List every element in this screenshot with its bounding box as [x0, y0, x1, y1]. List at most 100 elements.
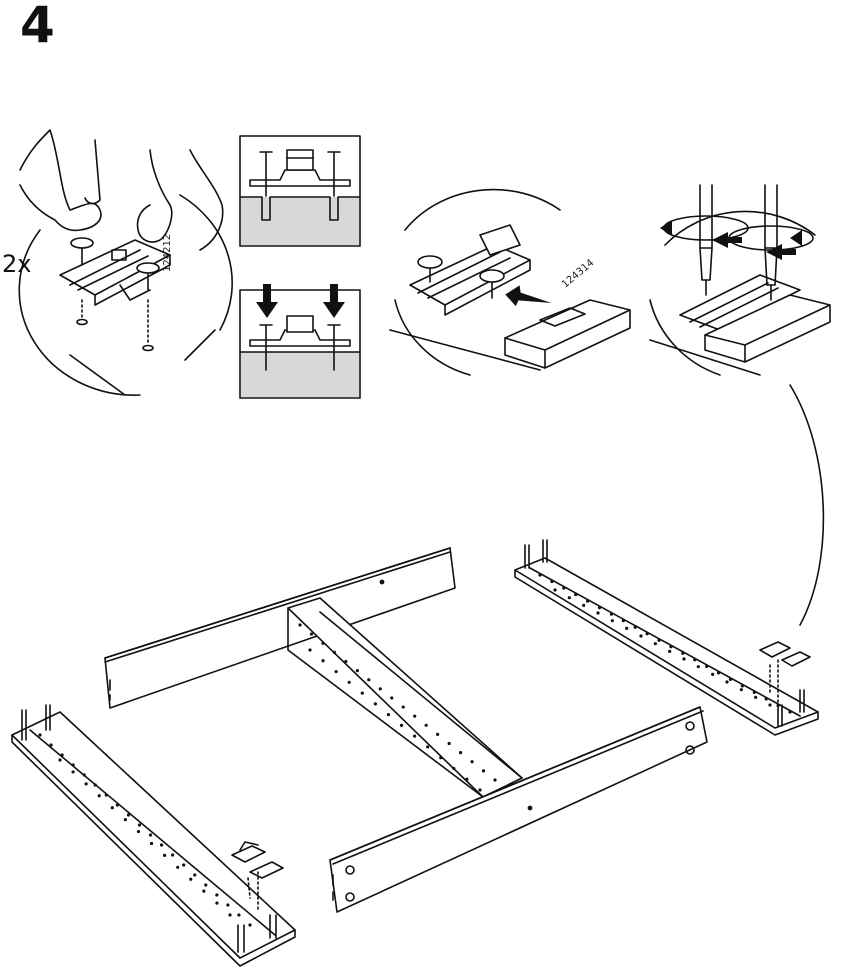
detail-circle-hands [19, 195, 232, 395]
hole [611, 619, 614, 622]
hole [85, 782, 88, 785]
hole [697, 665, 700, 668]
callout-line [790, 385, 823, 625]
hole [754, 696, 757, 699]
hole [193, 873, 196, 876]
hole [413, 735, 416, 738]
arrow-left-icon [712, 232, 796, 260]
hole [176, 866, 179, 869]
hole [400, 724, 403, 727]
hole [127, 813, 130, 816]
hole [111, 806, 114, 809]
hole [562, 586, 565, 589]
hole [693, 658, 696, 661]
hole [308, 648, 311, 651]
hole [150, 842, 153, 845]
hole [622, 619, 625, 622]
hole [439, 756, 442, 759]
hole [765, 697, 768, 700]
hole [470, 760, 473, 763]
hole [478, 788, 481, 791]
hole [634, 626, 637, 629]
hole [668, 650, 671, 653]
hole [729, 678, 732, 681]
hole [465, 778, 468, 781]
hole [98, 794, 101, 797]
hole [163, 854, 166, 857]
hole [248, 923, 251, 926]
hole [553, 588, 556, 591]
hole [298, 623, 301, 626]
hole [228, 913, 231, 916]
hole [493, 778, 496, 781]
hole [717, 671, 720, 674]
hole [72, 763, 75, 766]
hole [596, 611, 599, 614]
hole [582, 604, 585, 607]
hole [741, 684, 744, 687]
hole [116, 803, 119, 806]
hole [202, 890, 205, 893]
hole [425, 724, 428, 727]
hole [189, 878, 192, 881]
hole [124, 818, 127, 821]
cam-block [505, 300, 630, 368]
hole [321, 642, 324, 645]
hole [639, 634, 642, 637]
rail-front [330, 707, 707, 912]
hole [171, 853, 174, 856]
hole [788, 710, 791, 713]
hole [681, 652, 684, 655]
hole [361, 691, 364, 694]
hole [321, 659, 324, 662]
hole [83, 773, 86, 776]
hole [753, 691, 756, 694]
hole [160, 843, 163, 846]
hole [426, 745, 429, 748]
hole [776, 704, 779, 707]
hole [711, 673, 714, 676]
hole [204, 883, 207, 886]
hole [374, 702, 377, 705]
hole [550, 580, 553, 583]
hole [646, 632, 649, 635]
hole [574, 593, 577, 596]
hole [49, 743, 52, 746]
hole [344, 660, 347, 663]
hole [105, 793, 108, 796]
hole [335, 670, 338, 673]
hole [625, 627, 628, 630]
section-panel-top [240, 136, 360, 246]
hole [138, 823, 141, 826]
hole [657, 639, 660, 642]
hole [413, 715, 416, 718]
hole [387, 713, 390, 716]
arrow-down-icon [256, 284, 345, 318]
hole [768, 703, 771, 706]
hole [71, 770, 74, 773]
hole [94, 783, 97, 786]
hole [448, 742, 451, 745]
hole [390, 696, 393, 699]
hole [705, 665, 708, 668]
hole [182, 863, 185, 866]
hole [402, 705, 405, 708]
hole [568, 596, 571, 599]
center-panel [288, 598, 522, 797]
hole [38, 733, 41, 736]
hole [215, 893, 218, 896]
hole [149, 833, 152, 836]
arrow-right-icon [504, 284, 553, 311]
hole [586, 599, 589, 602]
hole [348, 681, 351, 684]
hole [226, 903, 229, 906]
hole [682, 657, 685, 660]
hole [61, 753, 64, 756]
hole [58, 758, 61, 761]
hole [237, 913, 240, 916]
hole [610, 613, 613, 616]
hole [482, 769, 485, 772]
hole [379, 687, 382, 690]
hole [436, 733, 439, 736]
